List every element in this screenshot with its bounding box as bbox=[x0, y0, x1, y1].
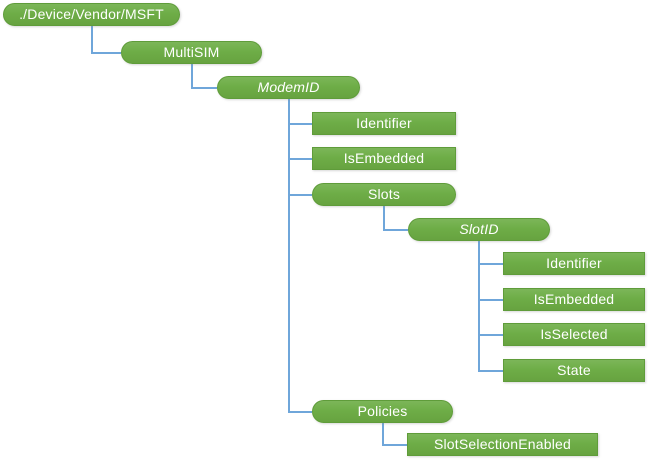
node-label-isselected: IsSelected bbox=[540, 326, 608, 342]
connector-horizontal-modemid-isembedded-1 bbox=[287, 157, 312, 160]
node-policies: Policies bbox=[312, 400, 453, 423]
node-slots: Slots bbox=[312, 183, 456, 206]
connector-horizontal-modemid-policies bbox=[287, 410, 312, 413]
connector-vertical-slots-slotid bbox=[383, 206, 385, 231]
connector-vertical-policies-slotselectionenabled bbox=[381, 423, 384, 446]
connector-vertical-slotid-state bbox=[478, 241, 480, 372]
connector-horizontal-policies-slotselectionenabled bbox=[381, 443, 407, 446]
connector-horizontal-root-multisim bbox=[90, 51, 121, 54]
connector-vertical-multisim-modemid bbox=[190, 64, 193, 89]
node-label-isembedded-1: IsEmbedded bbox=[343, 150, 425, 166]
node-label-modemid: ModemID bbox=[257, 79, 320, 95]
node-isembedded-2: IsEmbedded bbox=[503, 288, 645, 311]
node-label-identifier-1: Identifier bbox=[356, 115, 412, 131]
connector-horizontal-slotid-identifier-2 bbox=[478, 262, 503, 265]
node-label-multisim: MultiSIM bbox=[163, 44, 220, 60]
connector-horizontal-slotid-isselected bbox=[478, 333, 503, 336]
connector-horizontal-modemid-slots bbox=[287, 193, 312, 196]
connector-horizontal-multisim-modemid bbox=[190, 86, 217, 89]
node-root: ./Device/Vendor/MSFT bbox=[3, 3, 180, 26]
node-isselected: IsSelected bbox=[503, 323, 645, 346]
node-label-policies: Policies bbox=[357, 403, 408, 419]
node-isembedded-1: IsEmbedded bbox=[312, 147, 456, 170]
connector-vertical-modemid-policies bbox=[287, 99, 290, 413]
node-modemid: ModemID bbox=[217, 76, 360, 99]
node-label-state: State bbox=[557, 362, 591, 378]
connector-horizontal-slotid-isembedded-2 bbox=[478, 298, 503, 301]
node-label-slotid: SlotID bbox=[459, 221, 499, 237]
node-label-slots: Slots bbox=[367, 186, 401, 202]
node-slotid: SlotID bbox=[408, 218, 550, 241]
node-label-root: ./Device/Vendor/MSFT bbox=[19, 6, 164, 22]
node-slotselectionenabled: SlotSelectionEnabled bbox=[407, 433, 598, 456]
node-identifier-1: Identifier bbox=[312, 112, 456, 135]
node-state: State bbox=[503, 359, 645, 382]
connector-vertical-root-multisim bbox=[90, 26, 93, 54]
node-multisim: MultiSIM bbox=[121, 41, 262, 64]
connector-horizontal-slotid-state bbox=[478, 369, 503, 372]
node-label-isembedded-2: IsEmbedded bbox=[533, 291, 615, 307]
connector-horizontal-slots-slotid bbox=[383, 228, 408, 231]
node-identifier-2: Identifier bbox=[503, 252, 645, 275]
connector-horizontal-modemid-identifier-1 bbox=[287, 122, 312, 125]
node-label-slotselectionenabled: SlotSelectionEnabled bbox=[433, 436, 572, 452]
node-label-identifier-2: Identifier bbox=[546, 255, 602, 271]
